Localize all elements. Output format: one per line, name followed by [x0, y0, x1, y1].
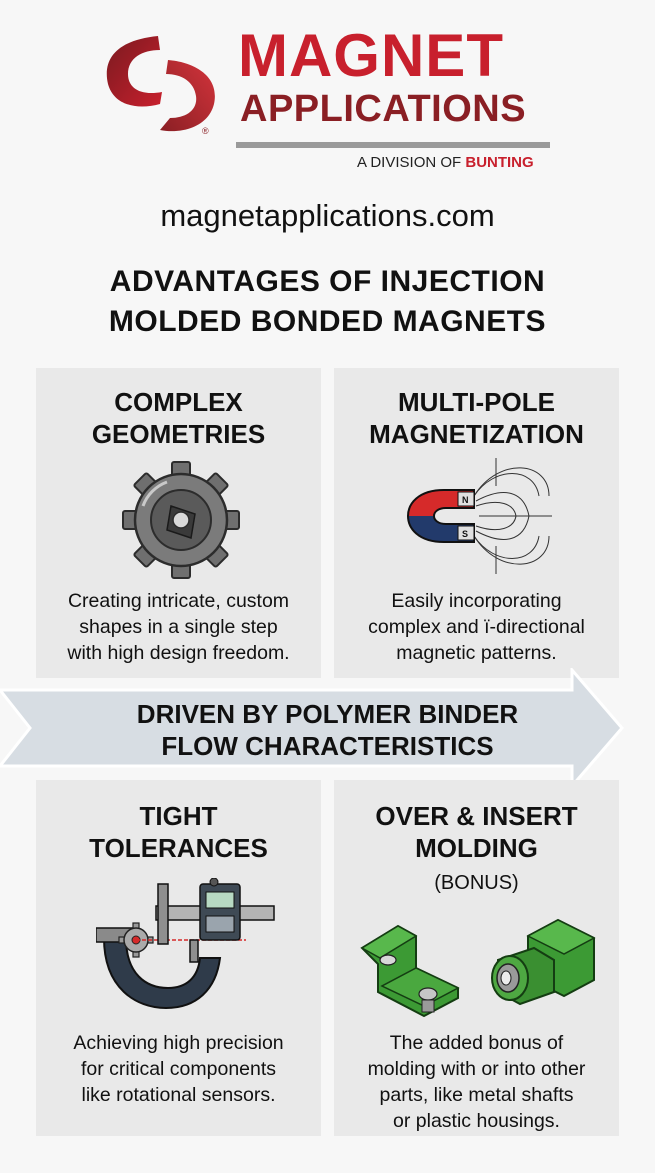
division-prefix: A DIVISION OF — [357, 154, 462, 171]
panel-description-line1: Creating intricate, custom — [67, 590, 290, 612]
panel-description-line3: parts, like metal shafts — [379, 1084, 574, 1106]
panel-title-line1: COMPLEX — [114, 387, 243, 417]
panel-title: OVER & INSERT MOLDING — [334, 800, 619, 864]
panel-title-line2: MOLDING — [415, 833, 538, 863]
panel-over-insert-molding: OVER & INSERT MOLDING (BONUS) The added … — [334, 780, 619, 1136]
brand-mark-icon: ® — [106, 36, 215, 136]
panel-title-line1: OVER & INSERT — [375, 801, 578, 831]
panel-title: TIGHT TOLERANCES — [36, 800, 321, 864]
panel-description-line2: for critical components — [80, 1058, 277, 1080]
caliper-gear-icon — [96, 878, 275, 1010]
banner-text: DRIVEN BY POLYMER BINDER FLOW CHARACTERI… — [0, 698, 655, 762]
brand-name-line2: APPLICATIONS — [240, 88, 527, 130]
panel-complex-geometries: COMPLEX GEOMETRIES Creating intricate, c… — [36, 368, 321, 678]
page-title-line1: ADVANTAGES OF INJECTION — [109, 265, 546, 298]
panel-title-line1: TIGHT — [139, 801, 218, 831]
panel-description-line1: Easily incorporating — [391, 590, 562, 612]
gear-part-icon — [122, 461, 240, 579]
page-title: ADVANTAGES OF INJECTION MOLDED BONDED MA… — [0, 262, 655, 342]
panel-title: MULTI-POLE MAGNETIZATION — [334, 386, 619, 450]
panel-description-line3: magnetic patterns. — [396, 642, 557, 664]
panel-title-line2: MAGNETIZATION — [369, 419, 584, 449]
svg-text:S: S — [462, 529, 468, 539]
banner-line2: FLOW CHARACTERISTICS — [161, 731, 494, 761]
banner-line1: DRIVEN BY POLYMER BINDER — [136, 699, 519, 729]
division-name: BUNTING — [465, 154, 534, 171]
overmolded-parts-icon — [360, 918, 596, 1018]
panel-description: The added bonus of molding with or into … — [334, 1030, 619, 1134]
panel-description-line1: The added bonus of — [389, 1032, 564, 1054]
panel-description-line1: Achieving high precision — [73, 1032, 284, 1054]
horseshoe-magnet-icon: N S — [406, 458, 552, 574]
panel-description-line3: like rotational sensors. — [81, 1084, 276, 1106]
panel-description-line2: shapes in a single step — [79, 616, 278, 638]
svg-text:®: ® — [202, 126, 209, 136]
brand-divider — [236, 142, 550, 148]
brand-division: A DIVISION OF BUNTING — [357, 155, 534, 170]
panel-title: COMPLEX GEOMETRIES — [36, 386, 321, 450]
panel-title-line1: MULTI-POLE — [398, 387, 555, 417]
panel-description: Creating intricate, custom shapes in a s… — [36, 588, 321, 666]
brand-logo: ® MAGNET APPLICATIONS A DIVISION OF BUNT… — [0, 0, 655, 180]
svg-text:N: N — [462, 495, 469, 505]
website-url[interactable]: magnetapplications.com — [160, 198, 495, 233]
panel-description: Easily incorporating complex and ï-dire… — [334, 588, 619, 666]
panel-multi-pole-magnetization: MULTI-POLE MAGNETIZATION N S Easily inco… — [334, 368, 619, 678]
panel-description-line3: with high design freedom. — [67, 642, 290, 664]
brand-name-line1: MAGNET — [238, 22, 504, 89]
panel-description-line2: complex and ï-directional — [368, 616, 585, 638]
panel-title-line2: GEOMETRIES — [91, 419, 266, 449]
panel-bonus-label: (BONUS) — [434, 872, 519, 894]
panel-title-line2: TOLERANCES — [89, 833, 268, 863]
panel-description-line2: molding with or into other — [367, 1058, 586, 1080]
panel-description: Achieving high precision for critical co… — [36, 1030, 321, 1108]
panel-description-line4: or plastic housings. — [393, 1110, 560, 1132]
panel-tight-tolerances: TIGHT TOLERANCES Achieving high precisio… — [36, 780, 321, 1136]
page-title-line2: MOLDED BONDED MAGNETS — [108, 305, 547, 338]
